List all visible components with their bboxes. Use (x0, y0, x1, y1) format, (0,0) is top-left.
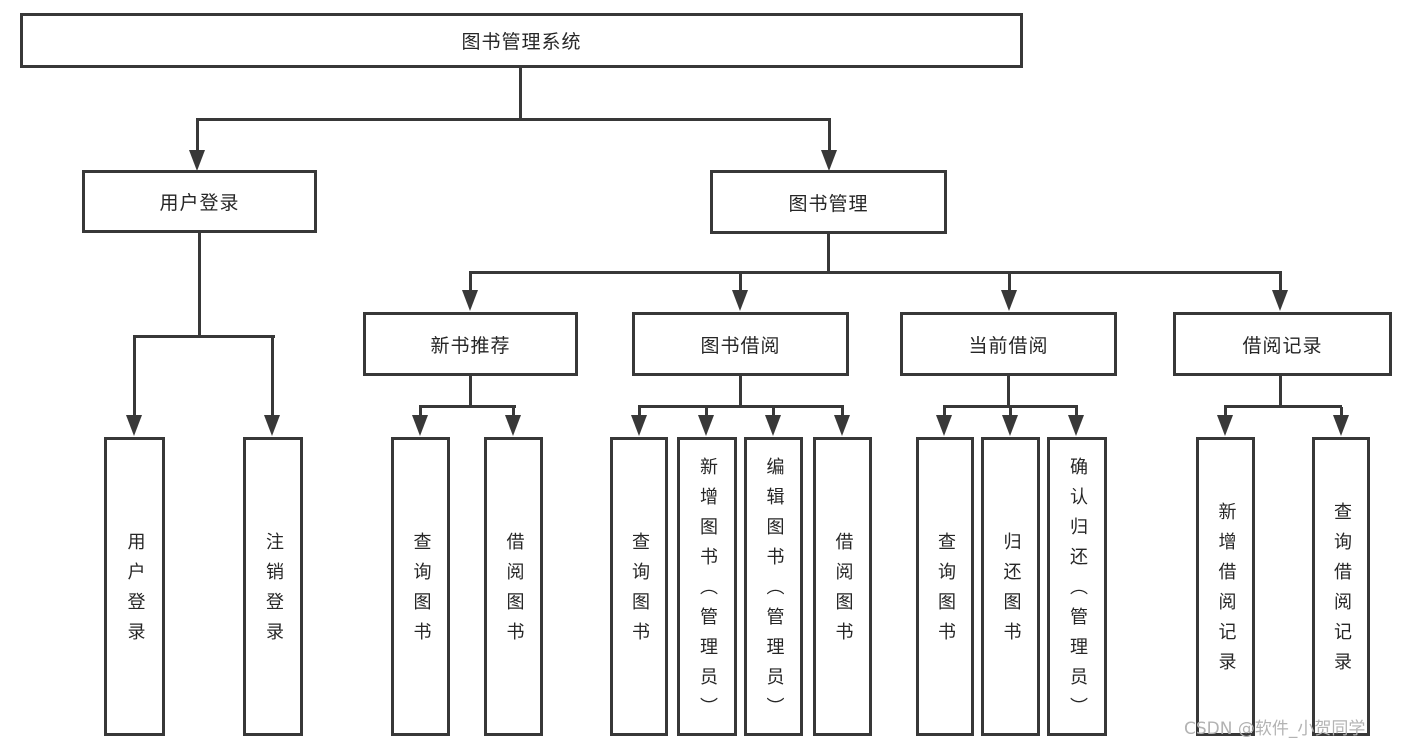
connector-user-login-bar (133, 335, 275, 338)
arrow-down-icon (1068, 415, 1084, 436)
leaf-query-books-recommend: 查询图书 (391, 437, 450, 736)
node-book-borrowing: 图书借阅 (632, 312, 849, 376)
connector-arrow-shaft (943, 407, 946, 418)
arrow-down-icon (1001, 290, 1017, 311)
connector-records-stem (1279, 376, 1282, 407)
connector-arrow-shaft (1009, 407, 1012, 418)
connector-borrowing-stem (739, 376, 742, 407)
connector-recommend-stem (469, 376, 472, 407)
leaf-query-books-borrowing: 查询图书 (610, 437, 668, 736)
arrow-down-icon (834, 415, 850, 436)
leaf-confirm-return-admin: 确认归还（管理员） (1047, 437, 1107, 736)
connector-records-bar (1224, 405, 1342, 408)
connector-level2-bar (196, 118, 831, 121)
connector-recommend-bar (419, 405, 516, 408)
node-book-management: 图书管理 (710, 170, 947, 234)
arrow-down-icon (821, 150, 837, 171)
arrow-down-icon (264, 415, 280, 436)
leaf-add-books-admin: 新增图书（管理员） (677, 437, 737, 736)
connector-arrow-shaft (1224, 407, 1227, 418)
arrow-down-icon (462, 290, 478, 311)
csdn-watermark: CSDN @软件_小贺同学 (1184, 719, 1366, 739)
connector-arrow-shaft (512, 407, 515, 418)
arrow-down-icon (412, 415, 428, 436)
node-user-login: 用户登录 (82, 170, 317, 233)
leaf-query-borrow-record: 查询借阅记录 (1312, 437, 1370, 736)
leaf-edit-books-admin: 编辑图书（管理员） (744, 437, 803, 736)
connector-arrow-shaft (1008, 273, 1011, 293)
arrow-down-icon (1217, 415, 1233, 436)
connector-arrow-shaft (739, 273, 742, 293)
connector-arrow-shaft (419, 407, 422, 418)
connector-arrow-shaft (1340, 407, 1343, 418)
connector-arrow-shaft (196, 120, 199, 153)
arrow-down-icon (1272, 290, 1288, 311)
arrow-down-icon (189, 150, 205, 171)
arrow-down-icon (936, 415, 952, 436)
leaf-add-borrow-record: 新增借阅记录 (1196, 437, 1255, 736)
connector-user-login-stem (198, 233, 201, 337)
connector-borrowing-bar (638, 405, 844, 408)
connector-arrow-shaft (772, 407, 775, 418)
connector-arrow-shaft (638, 407, 641, 418)
node-borrowing-records: 借阅记录 (1173, 312, 1392, 376)
arrow-down-icon (765, 415, 781, 436)
node-root-library-system: 图书管理系统 (20, 13, 1023, 68)
connector-root-stem (519, 68, 522, 120)
leaf-return-books: 归还图书 (981, 437, 1040, 736)
arrow-down-icon (126, 415, 142, 436)
connector-arrow-shaft (841, 407, 844, 418)
node-new-book-recommend: 新书推荐 (363, 312, 578, 376)
connector-arrow-shaft (705, 407, 708, 418)
node-current-borrowing: 当前借阅 (900, 312, 1117, 376)
connector-current-stem (1007, 376, 1010, 407)
connector-arrow-shaft (469, 273, 472, 293)
connector-arrow-shaft (271, 337, 274, 417)
connector-arrow-shaft (133, 337, 136, 417)
leaf-user-login: 用户登录 (104, 437, 165, 736)
connector-arrow-shaft (1279, 273, 1282, 293)
connector-current-bar (943, 405, 1078, 408)
arrow-down-icon (698, 415, 714, 436)
arrow-down-icon (732, 290, 748, 311)
connector-arrow-shaft (828, 120, 831, 153)
connector-book-mgmt-stem (827, 234, 830, 273)
arrow-down-icon (505, 415, 521, 436)
connector-arrow-shaft (1075, 407, 1078, 418)
leaf-borrow-books-recommend: 借阅图书 (484, 437, 543, 736)
arrow-down-icon (1002, 415, 1018, 436)
arrow-down-icon (631, 415, 647, 436)
leaf-borrow-books: 借阅图书 (813, 437, 872, 736)
leaf-query-books-current: 查询图书 (916, 437, 974, 736)
arrow-down-icon (1333, 415, 1349, 436)
connector-level3-bar (469, 271, 1282, 274)
leaf-logout: 注销登录 (243, 437, 303, 736)
